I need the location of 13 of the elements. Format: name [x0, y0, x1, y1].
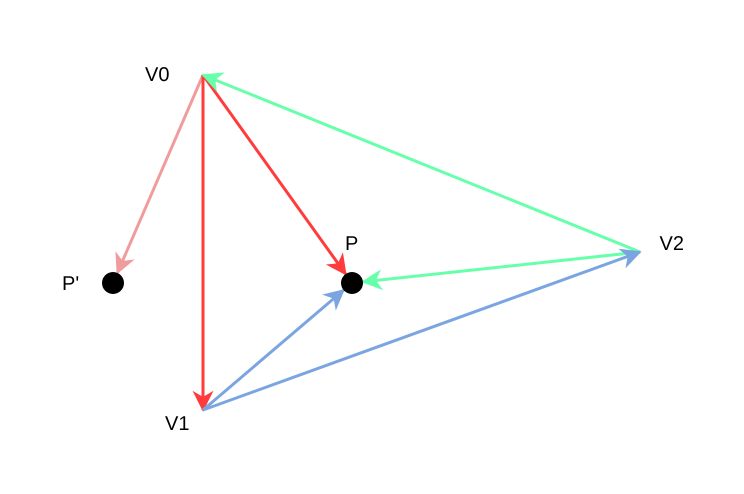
vertex-label: V2 [660, 234, 684, 254]
vertex-label: V1 [165, 414, 190, 434]
point-label: P [345, 234, 358, 254]
arrow [192, 75, 214, 412]
arrow [361, 250, 640, 290]
point-label: P' [62, 274, 80, 294]
vertex-label: V0 [145, 65, 170, 85]
arrow [202, 289, 345, 412]
point-dot [341, 272, 363, 294]
arrow [201, 72, 641, 254]
arrow [115, 74, 204, 274]
point-dot [102, 272, 124, 294]
arrow [202, 248, 642, 412]
